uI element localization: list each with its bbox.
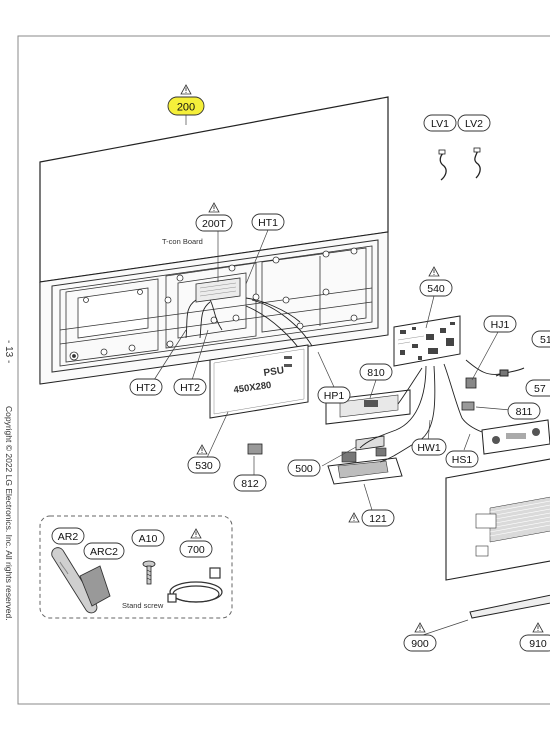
callout-811: 811 [507,402,541,420]
remote-control [51,547,111,614]
callout-812-label: 812 [241,478,259,490]
callout-810: 810 [359,363,393,381]
accessory-box [39,515,233,619]
stand-screw-label: Stand screw [122,601,164,610]
callout-LV2: LV2 [457,114,491,132]
stand-base [469,594,550,619]
callout-900-label: 900 [411,638,429,650]
callout-200: 200 [167,84,205,116]
callout-HT2-right-label: HT2 [180,382,200,394]
callout-LV2-label: LV2 [465,118,483,130]
page-number: - 13 - [3,340,14,364]
callout-57-label: 57 [534,383,546,395]
callout-AR2: AR2 [51,527,85,545]
part-51 [495,367,525,377]
chassis-screws [69,247,358,361]
callout-540-label: 540 [427,283,445,295]
callout-HW1-label: HW1 [417,442,440,454]
callout-HS1: HS1 [445,450,479,468]
callout-700: 700 [179,528,213,558]
callout-A10-label: A10 [139,533,158,545]
callout-LV1: LV1 [423,114,457,132]
callout-51: 51 [531,330,550,348]
callout-HP1: HP1 [317,386,351,404]
callout-530-label: 530 [195,460,213,472]
callout-500: 500 [287,459,321,477]
part-500 [355,435,385,451]
copyright-text: Copyright © 2022 LG Electronics. Inc. Al… [4,406,14,621]
callout-51-label: 51 [540,334,550,346]
psu-title: PSU [263,365,285,379]
callout-500-label: 500 [295,463,313,475]
callout-HT1: HT1 [251,213,285,231]
callout-HT1-label: HT1 [258,217,278,229]
callout-530: 530 [187,444,221,474]
back-cover [445,458,550,581]
callout-HW1: HW1 [411,438,447,456]
callout-HJ1-label: HJ1 [491,319,510,331]
callout-900: 900 [403,622,437,652]
callout-HS1-label: HS1 [452,454,473,466]
callout-200T: 200T T-con Board [162,202,233,246]
main-board [393,315,461,367]
callout-ARC2-label: ARC2 [90,546,118,558]
part-812 [247,443,263,455]
callout-HJ1: HJ1 [483,315,517,333]
callout-121-label: 121 [369,513,387,525]
lvds-cables [438,147,481,181]
callout-910-label: 910 [529,638,547,650]
callout-HT2-right: HT2 [173,378,207,396]
psu-board: PSU 450X280 [209,344,309,419]
part-hj1 [465,377,477,389]
callout-811-label: 811 [516,406,533,418]
callout-HT2-left-label: HT2 [136,382,156,394]
callout-57: 57 [525,379,550,397]
tcon-board [195,277,241,303]
callout-121: 121 [348,509,395,527]
part-811 [461,401,475,411]
stand-screw [142,560,156,585]
callout-HP1-label: HP1 [324,390,345,402]
callout-810-label: 810 [367,367,385,379]
speaker-hs1 [481,419,550,455]
rear-chassis [51,239,379,373]
callout-910: 910 [519,622,550,652]
callout-LV1-label: LV1 [431,118,449,130]
callout-A10: A10 [131,529,165,547]
callout-HT2-left: HT2 [129,378,163,396]
display-panel [39,96,389,385]
tcon-board-label: T-con Board [162,237,203,246]
callout-812: 812 [233,474,267,492]
callout-ARC2: ARC2 [83,542,125,560]
part-121 [327,447,403,485]
callout-540: 540 [419,266,453,297]
callout-200T-label: 200T [202,218,227,230]
power-cord [167,567,223,603]
callout-200-label: 200 [177,102,195,114]
page-frame [17,35,550,705]
psu-size: 450X280 [233,380,272,396]
callout-AR2-label: AR2 [58,531,79,543]
callout-700-label: 700 [187,544,205,556]
